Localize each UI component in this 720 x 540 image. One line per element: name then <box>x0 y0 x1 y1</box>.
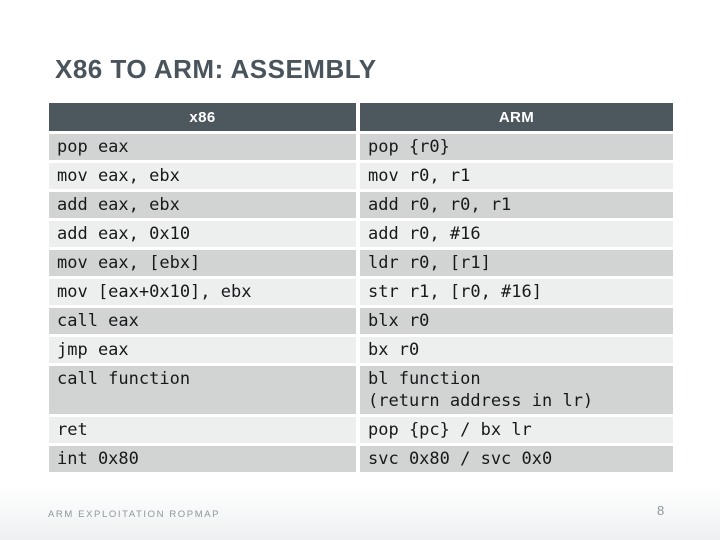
table-row: call eax blx r0 <box>49 308 673 334</box>
slide-title: X86 TO ARM: ASSEMBLY <box>55 54 377 84</box>
arm-cell: add r0, #16 <box>360 221 673 247</box>
arm-cell: pop {r0} <box>360 134 673 160</box>
comparison-table: x86 ARM pop eax pop {r0} mov eax, ebx mo… <box>49 103 673 472</box>
footer-text: ARM EXPLOITATION ROPMAP <box>48 509 221 520</box>
arm-cell: mov r0, r1 <box>360 163 673 189</box>
x86-cell: pop eax <box>49 134 356 160</box>
arm-cell: add r0, r0, r1 <box>360 192 673 218</box>
page-number: 8 <box>657 503 665 518</box>
arm-cell: bl function (return address in lr) <box>360 366 673 414</box>
x86-cell: ret <box>49 417 356 443</box>
table-header-row: x86 ARM <box>49 103 673 131</box>
x86-cell: call eax <box>49 308 356 334</box>
x86-cell: add eax, 0x10 <box>49 221 356 247</box>
x86-column-header: x86 <box>49 103 356 131</box>
table-row: add eax, 0x10 add r0, #16 <box>49 221 673 247</box>
arm-cell: str r1, [r0, #16] <box>360 279 673 305</box>
arm-cell: bx r0 <box>360 337 673 363</box>
arm-cell: svc 0x80 / svc 0x0 <box>360 446 673 472</box>
table-body: pop eax pop {r0} mov eax, ebx mov r0, r1… <box>49 134 673 472</box>
table-row: jmp eax bx r0 <box>49 337 673 363</box>
arm-column-header: ARM <box>360 103 673 131</box>
table-row: ret pop {pc} / bx lr <box>49 417 673 443</box>
arm-cell: blx r0 <box>360 308 673 334</box>
x86-cell: jmp eax <box>49 337 356 363</box>
table-row: mov eax, [ebx] ldr r0, [r1] <box>49 250 673 276</box>
table-row: int 0x80 svc 0x80 / svc 0x0 <box>49 446 673 472</box>
table-row: add eax, ebx add r0, r0, r1 <box>49 192 673 218</box>
table-row: mov [eax+0x10], ebx str r1, [r0, #16] <box>49 279 673 305</box>
x86-cell: add eax, ebx <box>49 192 356 218</box>
table-row: call function bl function (return addres… <box>49 366 673 414</box>
x86-cell: call function <box>49 366 356 414</box>
x86-cell: mov eax, ebx <box>49 163 356 189</box>
arm-cell: pop {pc} / bx lr <box>360 417 673 443</box>
table-row: pop eax pop {r0} <box>49 134 673 160</box>
x86-cell: int 0x80 <box>49 446 356 472</box>
x86-cell: mov [eax+0x10], ebx <box>49 279 356 305</box>
table-row: mov eax, ebx mov r0, r1 <box>49 163 673 189</box>
x86-cell: mov eax, [ebx] <box>49 250 356 276</box>
arm-cell: ldr r0, [r1] <box>360 250 673 276</box>
